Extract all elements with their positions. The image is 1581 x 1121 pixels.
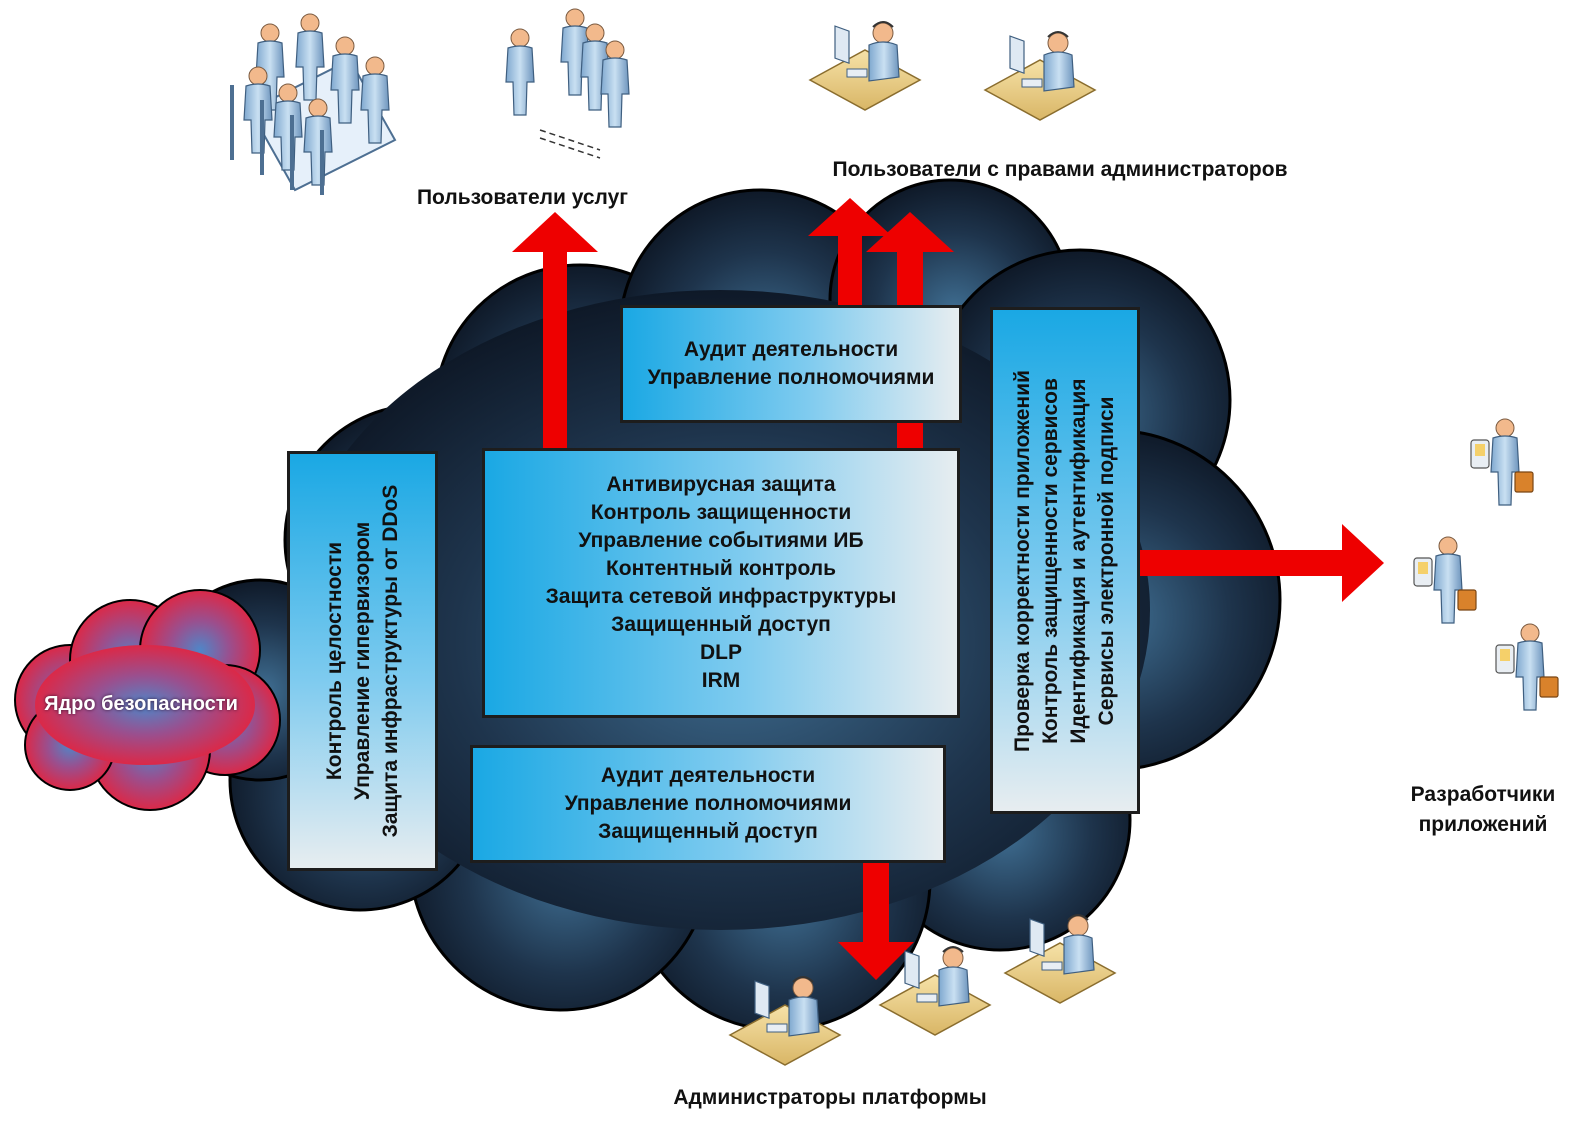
box-infrastructure-control-text: Контроль целостности Управление гипервиз…	[321, 485, 405, 838]
box-top-audit: Аудит деятельности Управление полномочия…	[620, 305, 962, 423]
box-top-audit-line: Аудит деятельности	[683, 338, 899, 361]
label-service-users: Пользователи услуг	[416, 186, 629, 209]
box-application-services-text: Проверка корректности приложений Контрол…	[1009, 370, 1121, 752]
security-core-cloud	[14, 589, 281, 811]
box-infrastructure-control-line: Управление гипервизором	[350, 521, 374, 801]
box-security-services-line: IRM	[701, 669, 741, 692]
box-security-services-line: Управление событиями ИБ	[578, 529, 864, 552]
box-security-services-line: Защищенный доступ	[611, 613, 831, 636]
box-application-services-line: Контроль защищенности сервисов	[1039, 377, 1062, 744]
box-security-services-line: Контентный контроль	[605, 557, 837, 580]
label-developers-line-2: приложений	[1418, 813, 1548, 836]
box-security-services-line: Антивирусная защита	[606, 473, 836, 496]
arrow-to-platform-admins	[838, 858, 914, 980]
box-bottom-audit-line: Управление полномочиями	[564, 792, 852, 815]
developers-icon	[1413, 418, 1559, 711]
box-security-services: Антивирусная защита Контроль защищенност…	[482, 448, 960, 718]
box-bottom-audit: Аудит деятельности Управление полномочия…	[470, 745, 946, 863]
box-application-services-line: Идентификация и аутентификация	[1067, 377, 1090, 744]
box-infrastructure-control-line: Защита инфраструктуры от DDoS	[378, 484, 402, 838]
meeting-group-icon	[230, 13, 397, 195]
label-security-core: Ядро безопасности	[44, 693, 238, 715]
label-developers-line-1: Разработчики	[1410, 783, 1556, 806]
box-application-services-line: Сервисы электронной подписи	[1095, 396, 1118, 725]
box-bottom-audit-line: Защищенный доступ	[598, 820, 818, 843]
box-application-services: Проверка корректности приложений Контрол…	[990, 307, 1140, 814]
arrow-to-admin-users-1	[808, 198, 892, 312]
arrow-to-service-users	[512, 212, 598, 450]
box-bottom-audit-line: Аудит деятельности	[600, 764, 816, 787]
box-application-services-line: Проверка корректности приложений	[1011, 369, 1034, 752]
admin-workstation-icon	[809, 21, 1096, 121]
standing-users-icon	[505, 8, 630, 159]
label-platform-admins: Администраторы платформы	[673, 1086, 987, 1109]
box-top-audit-line: Управление полномочиями	[647, 366, 935, 389]
box-security-services-line: DLP	[700, 641, 742, 664]
box-security-services-line: Контроль защищенности	[590, 501, 852, 524]
label-admin-users: Пользователи с правами администраторов	[832, 158, 1288, 181]
arrow-to-developers	[1135, 524, 1384, 602]
box-infrastructure-control-line: Контроль целостности	[322, 541, 346, 781]
box-infrastructure-control: Контроль целостности Управление гипервиз…	[287, 451, 438, 871]
box-security-services-line: Защита сетевой инфраструктуры	[545, 585, 897, 608]
label-developers: Разработчики приложений	[1388, 780, 1578, 840]
